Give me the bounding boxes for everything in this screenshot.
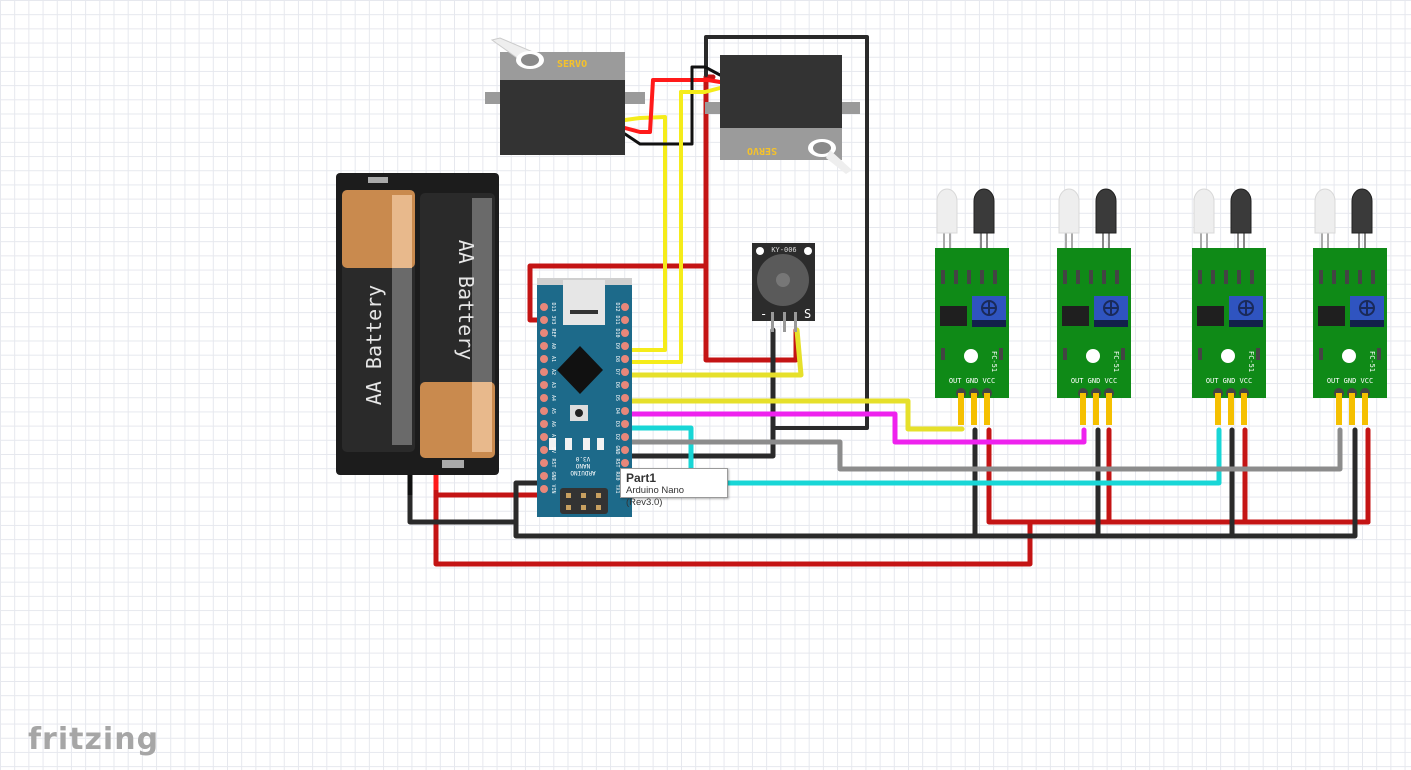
arduino-pin-label: 5V [550,447,556,453]
tooltip-subtitle: Arduino Nano (Rev3.0) [626,485,685,508]
ir-sensor-fc51-3[interactable] [1191,188,1267,426]
battery-cell-label: AA Battery [454,240,478,360]
arduino-pin-d9[interactable] [621,342,629,350]
arduino-pin-label: A2 [550,369,556,375]
wire-gray-d2 [625,427,1343,472]
battery-cell-label: AA Battery [362,285,386,405]
arduino-pin-label: A5 [550,408,556,414]
arduino-pin-gnd[interactable] [540,472,548,480]
ir-sensor-fc51-4[interactable] [1312,188,1388,426]
arduino-pin-ref[interactable] [540,329,548,337]
svg-text:-: - [760,307,767,321]
ir-sensor-fc51-1[interactable] [934,188,1010,426]
tooltip-title: Part1 [626,471,657,485]
arduino-pin-label: D9 [614,343,620,349]
arduino-pin-label: D13 [550,302,556,311]
arduino-pin-d5[interactable] [621,394,629,402]
svg-text:ARDUINO: ARDUINO [570,469,596,476]
arduino-pin-label: GND [614,445,620,454]
arduino-pin-label: GND [550,471,556,480]
arduino-pin-d8[interactable] [621,355,629,363]
wire-yellow-buzzer [625,327,804,378]
arduino-pin-d7[interactable] [621,368,629,376]
arduino-pin-label: A1 [550,356,556,362]
svg-text:V3.0: V3.0 [575,455,590,462]
arduino-pin-label: A3 [550,382,556,388]
arduino-pin-rst[interactable] [540,459,548,467]
part-tooltip: Part1 Arduino Nano (Rev3.0) [620,468,728,508]
arduino-pin-vin[interactable] [540,485,548,493]
arduino-pin-d11[interactable] [621,316,629,324]
servo-left-label: SERVO [557,59,587,70]
arduino-pin-a2[interactable] [540,368,548,376]
arduino-pin-label: A4 [550,395,556,401]
arduino-pin-a5[interactable] [540,407,548,415]
arduino-pin-d10[interactable] [621,329,629,337]
arduino-pin-label: D3 [614,421,620,427]
arduino-pin-d13[interactable] [540,303,548,311]
arduino-pin-5v[interactable] [540,446,548,454]
wire-red-sensor-vcc-bus [986,427,1371,525]
arduino-pin-label: RST [614,458,620,467]
arduino-pin-label: D6 [614,382,620,388]
arduino-pin-label: RST [550,458,556,467]
arduino-pin-3v3[interactable] [540,316,548,324]
arduino-pin-d4[interactable] [621,407,629,415]
arduino-pin-label: D12 [614,302,620,311]
battery-holder[interactable]: AA Battery AA Battery [336,173,499,475]
arduino-pin-label: RX0 [614,471,620,480]
arduino-pin-d3[interactable] [621,420,629,428]
arduino-pin-a1[interactable] [540,355,548,363]
arduino-pin-label: D11 [614,315,620,324]
arduino-pin-a7[interactable] [540,433,548,441]
arduino-pin-a0[interactable] [540,342,548,350]
svg-text:S: S [804,307,811,321]
ir-sensor-fc51-2[interactable] [1056,188,1132,426]
buzzer-label: KY-006 [771,246,796,254]
arduino-pin-label: D7 [614,369,620,375]
arduino-pin-label: REF [550,328,556,337]
arduino-pin-label: 3V3 [550,315,556,324]
arduino-pin-label: D2 [614,434,620,440]
arduino-pin-label: VIN [550,484,556,493]
wire-red-battery-bus [433,492,1033,567]
wire-magenta-d4 [625,411,1087,445]
arduino-pin-gnd[interactable] [621,446,629,454]
buzzer-ky006[interactable]: KY-006 - S [752,243,815,332]
arduino-pin-label: D5 [614,395,620,401]
arduino-pin-d6[interactable] [621,381,629,389]
arduino-pin-a6[interactable] [540,420,548,428]
arduino-pin-label: A7 [550,434,556,440]
arduino-pin-label: D8 [614,356,620,362]
arduino-pin-label: A0 [550,343,556,349]
arduino-pin-label: D4 [614,408,620,414]
servo-right[interactable]: SERVO [705,55,860,174]
wire-black-servo-gnd [704,35,869,430]
wire-yellow-d5 [625,398,965,432]
arduino-pin-label: A6 [550,421,556,427]
servo-left[interactable]: SERVO [485,37,645,155]
arduino-pin-rst[interactable] [621,459,629,467]
arduino-pin-a3[interactable] [540,381,548,389]
wire-black-gnd-bus [513,427,1358,539]
arduino-pin-a4[interactable] [540,394,548,402]
fritzing-logo: fritzing [28,722,160,757]
svg-text:NANO: NANO [575,462,590,469]
arduino-pin-label: TX1 [614,484,620,493]
arduino-pin-d2[interactable] [621,433,629,441]
wires [407,35,1371,567]
arduino-pin-d12[interactable] [621,303,629,311]
servo-right-label: SERVO [747,145,777,156]
wire-black-battery-gnd [407,472,519,525]
arduino-pin-label: D10 [614,328,620,337]
